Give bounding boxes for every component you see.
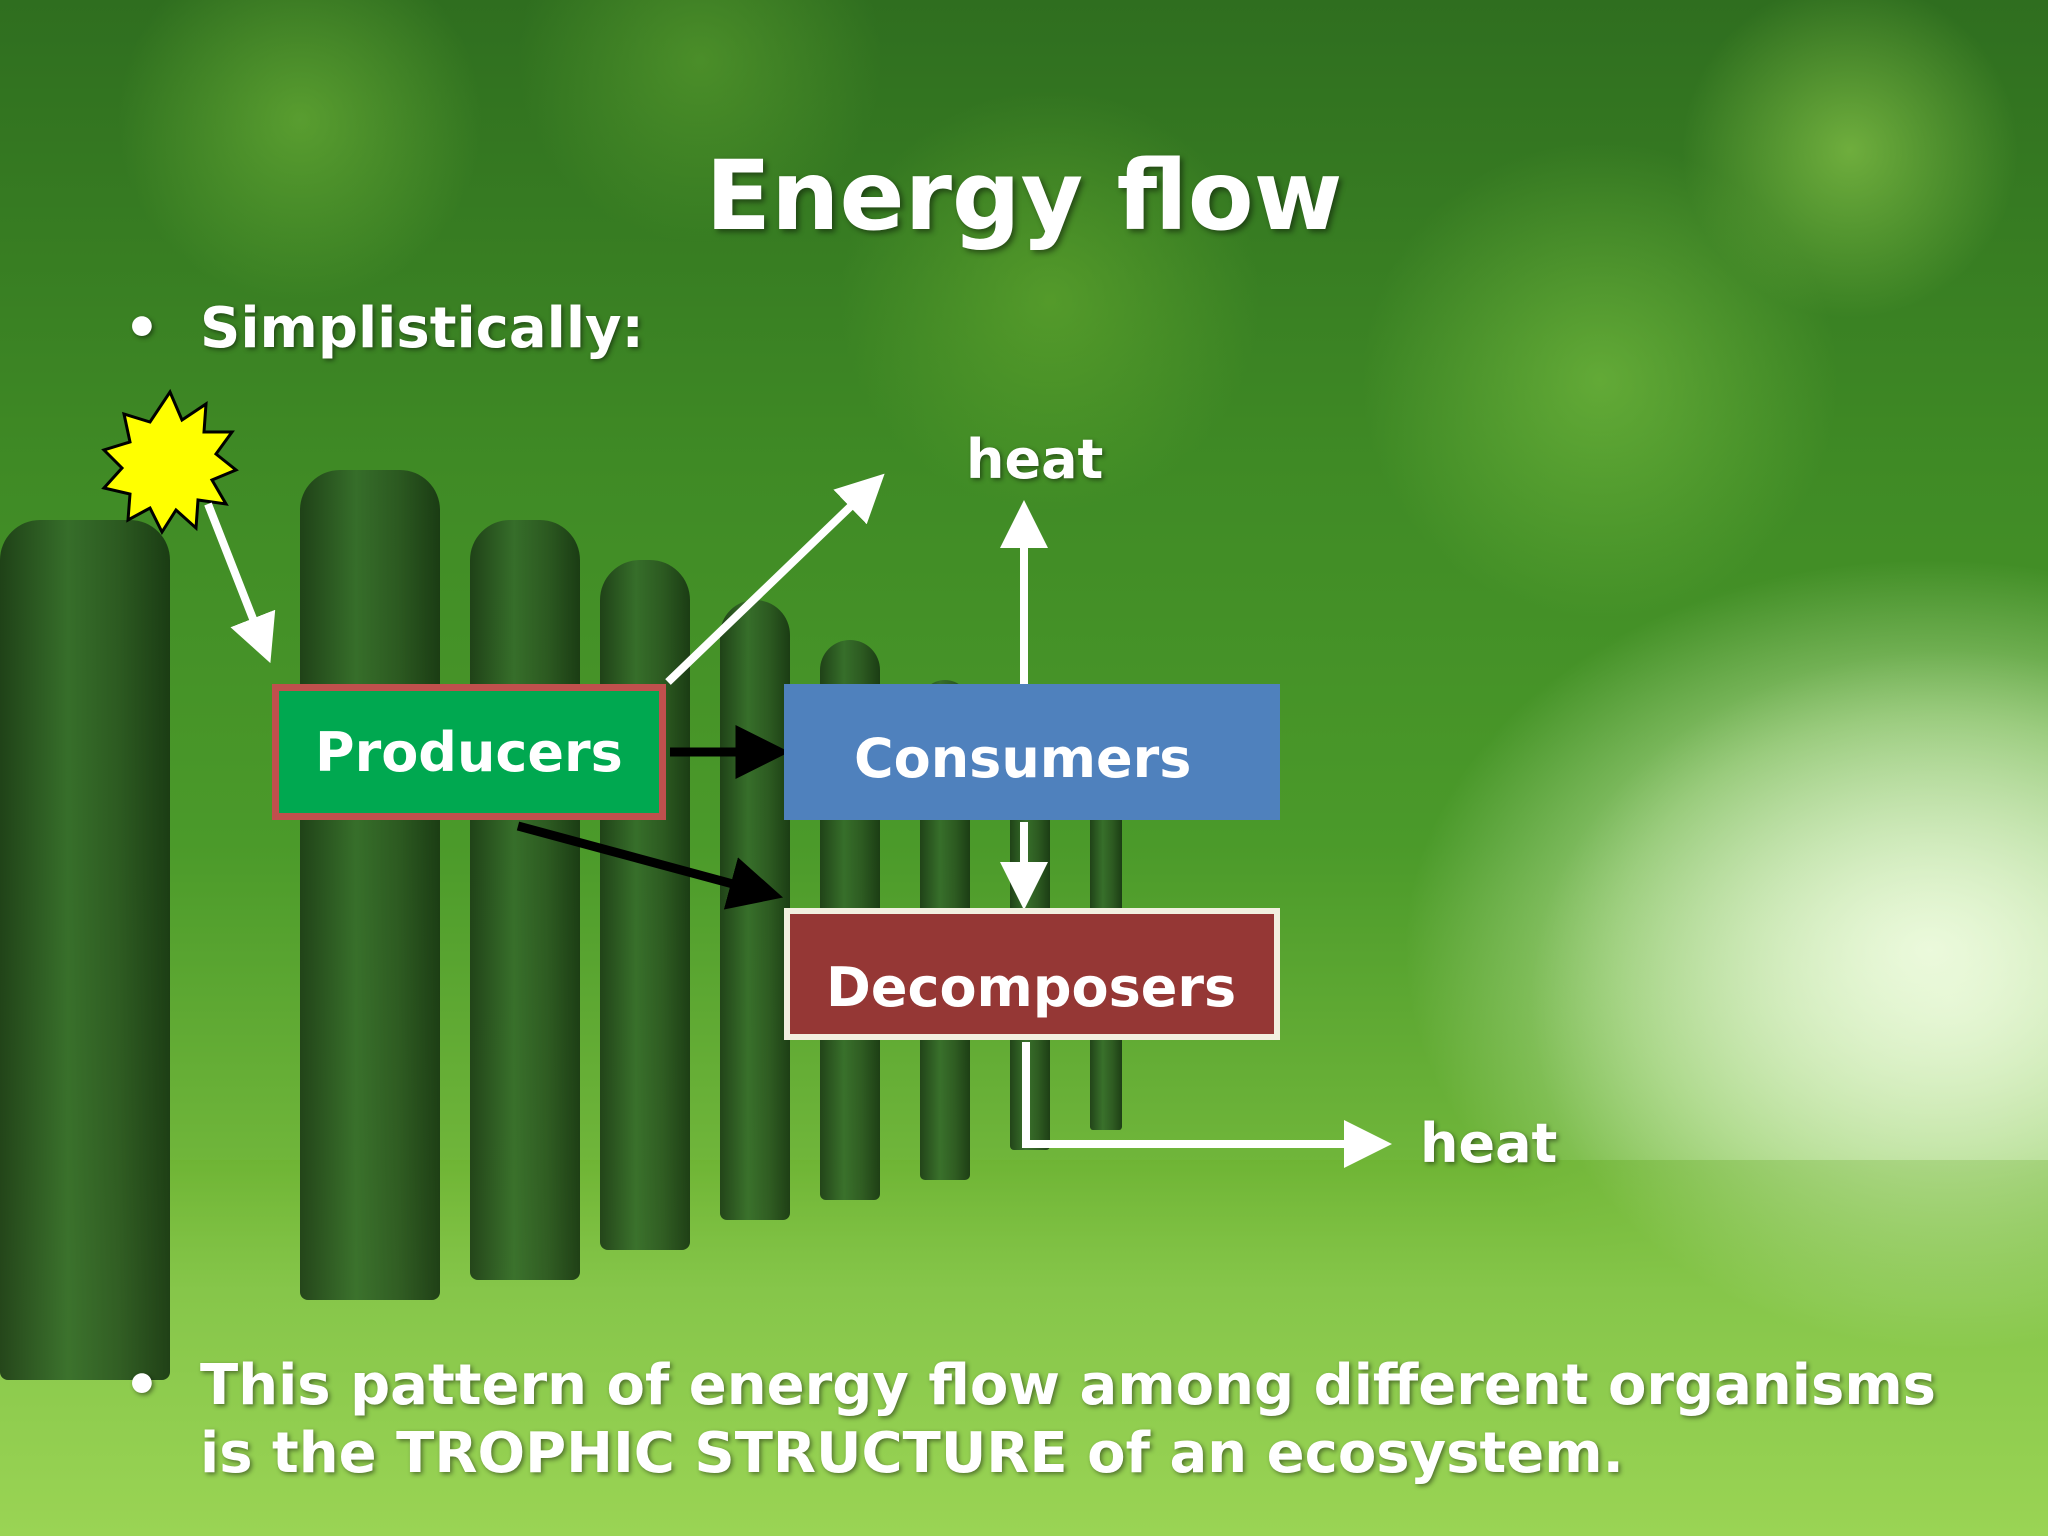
bullet-text: This pattern of energy flow among differ… — [200, 1353, 1936, 1486]
bullet-item: • Simplistically: — [124, 296, 644, 361]
consumers-box: Consumers — [784, 684, 1280, 820]
heat-label-right: heat — [1420, 1112, 1558, 1175]
arrow-producers-to-decomposers — [516, 821, 784, 910]
bullet-marker: • — [124, 296, 160, 361]
bullet-marker: • — [124, 1353, 160, 1418]
sun-icon — [101, 388, 239, 536]
bullet-text: Simplistically: — [200, 296, 644, 361]
heat-label-top: heat — [966, 428, 1104, 491]
decomposers-label: Decomposers — [826, 955, 1237, 1019]
producers-label: Producers — [315, 720, 623, 784]
decomposers-box: Decomposers — [784, 908, 1280, 1040]
slide-title: Energy flow — [705, 140, 1343, 252]
arrow-sun-to-producers — [204, 502, 276, 664]
arrow-producers-to-heat — [665, 473, 885, 685]
consumers-label: Consumers — [854, 726, 1192, 790]
arrow-decomposers-to-heat — [1022, 1042, 1392, 1168]
bullet-item: • This pattern of energy flow among diff… — [124, 1352, 1944, 1488]
producers-box: Producers — [272, 684, 666, 820]
